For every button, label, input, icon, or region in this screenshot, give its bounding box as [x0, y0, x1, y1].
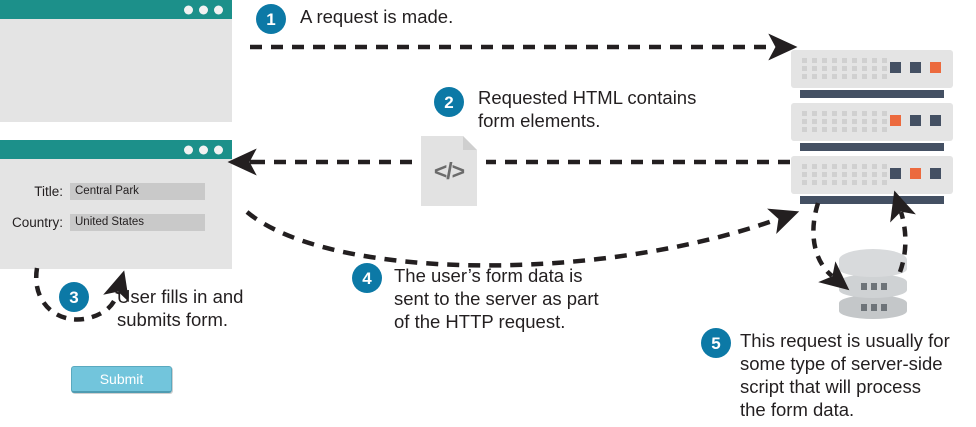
server-vent-grid-2	[802, 111, 892, 135]
server-led-group-1	[890, 62, 941, 73]
window-control-dots	[184, 5, 223, 14]
browser-window-blank	[0, 0, 232, 122]
server-led	[930, 115, 941, 126]
server-led	[890, 62, 901, 73]
server-led	[910, 62, 921, 73]
country-field-label: Country:	[11, 215, 63, 230]
browser-titlebar-form	[0, 140, 232, 159]
browser-content-form: Title: Central Park Country: United Stat…	[0, 159, 232, 269]
db-indicator-2	[861, 283, 887, 290]
step-badge-4: 4	[352, 263, 382, 293]
browser-content-blank	[0, 19, 232, 122]
server-led	[930, 168, 941, 179]
step-caption-1: A request is made.	[300, 6, 454, 27]
submit-button[interactable]: Submit	[71, 366, 172, 393]
server-rack	[791, 50, 953, 210]
server-unit-2	[791, 103, 953, 141]
server-vent-grid-3	[802, 164, 892, 188]
window-dot-2[interactable]	[199, 5, 208, 14]
server-led-group-2	[890, 115, 941, 126]
server-led	[890, 168, 901, 179]
step-badge-2: 2	[434, 87, 464, 117]
browser-window-form: Title: Central Park Country: United Stat…	[0, 140, 232, 393]
step-badge-1: 1	[256, 4, 286, 34]
step-caption-2: Requested HTML contains form elements.	[478, 87, 697, 131]
server-base-bar-1	[800, 90, 944, 98]
db-top-cap	[839, 249, 907, 271]
form-row-title: Title: Central Park	[0, 183, 205, 200]
database-cylinder	[839, 249, 907, 321]
form-row-country: Country: United States	[0, 214, 205, 231]
server-unit-1	[791, 50, 953, 88]
server-vent-grid-1	[802, 58, 892, 82]
server-led-group-3	[890, 168, 941, 179]
window-dot-1[interactable]	[184, 5, 193, 14]
window-dot-2[interactable]	[199, 145, 208, 154]
db-indicator-3	[861, 304, 887, 311]
step-caption-4: The user’s form data is sent to the serv…	[394, 265, 599, 332]
window-dot-3[interactable]	[214, 5, 223, 14]
server-base-bar-3	[800, 196, 944, 204]
server-led	[910, 168, 921, 179]
server-led	[930, 62, 941, 73]
step-caption-5: This request is usually for some type of…	[740, 330, 950, 420]
step-caption-3: User fills in and submits form.	[117, 286, 244, 330]
code-angle-brackets-glyph: </>	[433, 157, 465, 184]
step-badge-3: 3	[59, 282, 89, 312]
title-field-label: Title:	[34, 184, 63, 199]
title-input[interactable]: Central Park	[70, 183, 205, 200]
server-led	[890, 115, 901, 126]
country-input[interactable]: United States	[70, 214, 205, 231]
server-unit-3	[791, 156, 953, 194]
window-dot-3[interactable]	[214, 145, 223, 154]
html-code-document-icon: </>	[421, 136, 477, 206]
step-badge-5: 5	[701, 328, 731, 358]
arrow-server-to-database	[811, 202, 850, 291]
server-base-bar-2	[800, 143, 944, 151]
browser-titlebar	[0, 0, 232, 19]
arrow-form-data-to-server	[245, 208, 800, 268]
window-dot-1[interactable]	[184, 145, 193, 154]
window-control-dots-form	[184, 145, 223, 154]
server-led	[910, 115, 921, 126]
